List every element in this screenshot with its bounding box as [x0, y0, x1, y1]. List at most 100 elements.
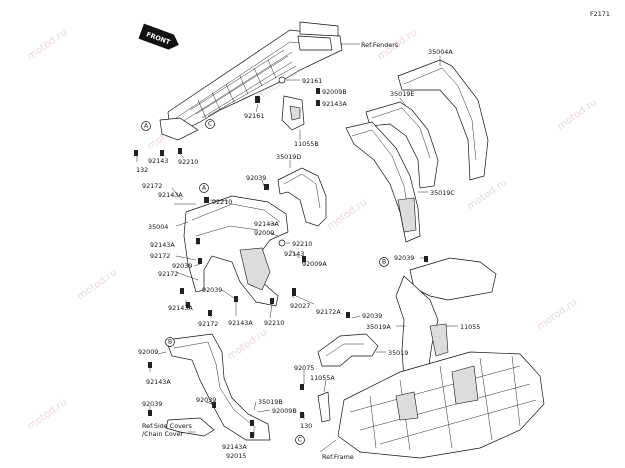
part-label: 130 — [300, 422, 312, 430]
ref-fenders: Ref.Fenders — [361, 41, 399, 49]
watermark: motod.ru — [325, 197, 369, 232]
part-label: 92210 — [292, 240, 312, 248]
part-label: 35019A — [366, 323, 391, 331]
callout-a-mid: A — [199, 183, 209, 193]
watermark: motod.ru — [25, 397, 69, 432]
part-label: 92210 — [264, 319, 284, 327]
rear-fender-35019E — [365, 101, 439, 189]
callout-a-letter: A — [144, 123, 149, 130]
bolt-icon — [316, 100, 320, 106]
bracket-11055A — [317, 391, 331, 423]
part-label: 92039 — [142, 400, 162, 408]
bolt-icon — [196, 238, 200, 244]
bolt-icon — [208, 310, 212, 316]
watermark: motod.ru — [555, 97, 599, 132]
part-label: 92039 — [196, 396, 216, 404]
part-label: 92172 — [158, 270, 178, 278]
part-label: 132 — [136, 166, 148, 174]
bolt-icon — [300, 384, 304, 390]
callout-c-letter: C — [298, 437, 302, 444]
part-label: 92143A — [158, 191, 183, 199]
callout-c-letter: C — [208, 121, 212, 128]
bolt-icon — [186, 302, 190, 308]
ref-side-covers-line2: /Chain Cover — [142, 430, 184, 438]
ref-frame: Ref.Frame — [322, 453, 354, 461]
part-label: 92039 — [246, 174, 266, 182]
frame-assembly — [337, 257, 545, 459]
part-label: 35019E — [390, 90, 414, 98]
part-label: 92027 — [290, 302, 310, 310]
front-fender-35004 — [183, 195, 289, 307]
part-label: 11055B — [294, 140, 319, 148]
part-label: 92143A — [254, 220, 279, 228]
part-label: 92039 — [362, 312, 382, 320]
mudguard-35019 — [317, 333, 379, 367]
bolt-icon — [160, 150, 164, 156]
callout-c-lower: C — [295, 435, 305, 445]
watermark: motod.ru — [535, 297, 579, 332]
bolt-icon — [250, 432, 254, 438]
bolt-icon — [234, 296, 238, 302]
callout-a-top: A — [141, 121, 151, 131]
ref-side-covers-line1: Ref.Side Covers — [142, 422, 192, 430]
part-label: 92143A — [146, 378, 171, 386]
part-label: 92172 — [198, 320, 218, 328]
callout-b-letter: B — [382, 259, 386, 266]
bolt-icon — [180, 288, 184, 294]
front-fender-35019D — [277, 167, 327, 227]
part-label: 11055A — [310, 374, 335, 382]
part-label: 92161 — [244, 112, 264, 120]
watermark: motod.ru — [225, 327, 269, 362]
part-label: 92009 — [138, 348, 158, 356]
part-label: 92009A — [302, 260, 327, 268]
part-label: 35019 — [388, 349, 408, 357]
part-label: 92210 — [212, 198, 232, 206]
bolt-icon — [212, 402, 216, 408]
part-label: 92009B — [272, 407, 297, 415]
part-labels: 35004A 92161 92009B 92143A 92161 11055B … — [136, 48, 480, 460]
bolt-icon — [424, 256, 428, 262]
part-label: 35019D — [276, 153, 301, 161]
lower-fender-35019B — [165, 333, 271, 441]
callout-b-letter: B — [168, 339, 172, 346]
part-label: 92143A — [322, 100, 347, 108]
part-label: 92009 — [254, 229, 274, 237]
part-label: 92039 — [172, 262, 192, 270]
callout-b-right: B — [379, 257, 389, 267]
callout-a-letter: A — [202, 185, 207, 192]
part-label: 92143 — [284, 250, 304, 258]
bolt-icon — [204, 197, 209, 203]
part-label: 92075 — [294, 364, 314, 372]
part-label: 35004 — [148, 223, 168, 231]
part-label: 92009B — [322, 88, 347, 96]
rear-fender-35019C — [345, 121, 421, 243]
part-label: 92039 — [394, 254, 414, 262]
grommet-icon — [278, 239, 286, 247]
bolt-icon — [270, 298, 274, 304]
front-grille-assembly — [159, 21, 343, 141]
part-label: 35019C — [430, 189, 455, 197]
leader-lines — [136, 43, 458, 453]
rear-fender-35004A — [397, 59, 489, 181]
bolt-icon — [300, 412, 304, 418]
bolt-icon — [346, 312, 350, 318]
diagram-id: F2171 — [590, 10, 610, 18]
part-label: 92161 — [302, 77, 322, 85]
bolt-icon — [148, 362, 152, 368]
bolt-icon — [255, 96, 260, 103]
part-label: 92172 — [142, 182, 162, 190]
bolt-icon — [292, 288, 296, 294]
part-label: 92143A — [222, 443, 247, 451]
part-label: 92143A — [228, 319, 253, 327]
part-label: 92143A — [168, 304, 193, 312]
part-label: 92143 — [148, 157, 168, 165]
watermark: motod.ru — [75, 267, 119, 302]
bolt-icon — [134, 150, 138, 156]
lower-bracket — [165, 417, 215, 437]
callout-b-lower: B — [165, 337, 175, 347]
part-label: 92172 — [150, 252, 170, 260]
grommet-icon — [278, 76, 286, 84]
watermark: motod.ru — [465, 177, 509, 212]
part-label: 92172A — [316, 308, 341, 316]
bolt-icon — [264, 184, 269, 190]
